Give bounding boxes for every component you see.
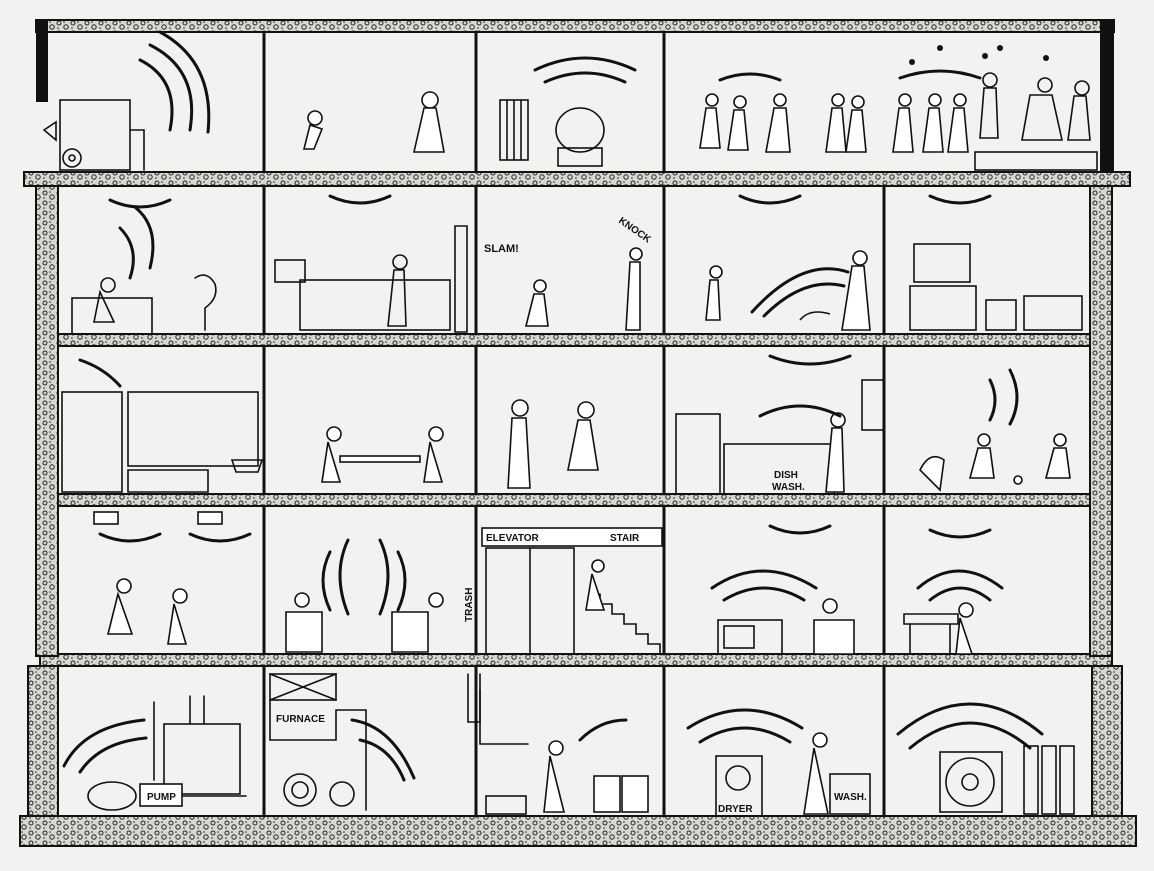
dryer-label: DRYER [718,804,753,815]
roof-fan-unit [42,99,145,171]
top-floor [42,30,1098,171]
children-playing [302,91,445,153]
left-wall [35,185,59,657]
bedroom-furniture [909,243,1083,331]
dish-wash-label: DISH WASH. [772,470,805,493]
sound-waves-icon [533,56,637,84]
tv-room [717,598,855,655]
floor-slab-4 [39,333,1113,347]
dish-wash-line-1: DISH [774,470,798,481]
foundation-slab [19,815,1137,847]
elevator-stair: ELEVATOR STAIR [481,527,663,655]
laundry-room: DRYER WASH. [715,732,871,817]
boiler [499,99,605,167]
music-notes-icon [909,45,1049,65]
floor-2: TRASH ELEVATOR STAIR [93,511,1004,655]
dancers [699,93,969,153]
knock-label: KNOCK [616,215,653,245]
fan-tanks-room [939,745,1075,815]
floor-slab-3 [39,493,1113,507]
right-wall-basement [1091,665,1123,817]
bathroom-showers [93,511,223,645]
right-wall-top [1100,20,1114,172]
dish-wash-line-2: WASH. [772,482,805,493]
right-wall [1089,185,1113,657]
pump-label: PUMP [147,792,176,803]
trash-chute-room [467,673,649,815]
structure [19,19,1137,847]
knock-door: KNOCK [616,215,653,331]
floor-slab-2 [39,653,1113,667]
sound-waves-icon [98,524,1004,616]
furnace-label: FURNACE [276,714,325,725]
children-dog-room [919,433,1071,492]
slam-door: SLAM! [484,243,549,327]
vacuum-room [705,250,871,331]
furnace-unit: FURNACE [269,673,367,811]
left-wall-basement [27,665,59,817]
bathroom [61,391,264,493]
elevator-label: ELEVATOR [486,533,540,544]
band-stage [974,72,1098,171]
trash-label: TRASH [464,588,475,622]
sound-waves-icon [78,354,1019,426]
sound-waves-icon [108,194,992,280]
hallway-walkers [507,399,599,489]
wash-label: WASH. [834,792,867,803]
living-room-chairs [285,592,444,653]
sewing-room [71,274,217,335]
stair-label: STAIR [610,533,640,544]
sound-waves-icon [62,702,1044,782]
floor-3: DISH WASH. [61,354,1071,495]
floor-slab-5 [23,171,1131,187]
dining-room [321,426,444,483]
kitchen-dishwasher: DISH WASH. [675,379,885,495]
pump-unit: PUMP [87,695,247,811]
floor-4: SLAM! KNOCK [71,194,1083,335]
left-wall-top [36,20,48,102]
kitchen-mixer [274,225,468,333]
partitions [262,30,886,818]
sound-waves-icon [718,69,982,82]
basement: PUMP FURNACE DRYER WASH. [62,673,1075,817]
sound-waves-icon [750,267,850,318]
slam-label: SLAM! [484,243,519,255]
piano-room [903,602,974,655]
sound-waves-icon [138,30,211,134]
roof-slab [35,19,1115,33]
